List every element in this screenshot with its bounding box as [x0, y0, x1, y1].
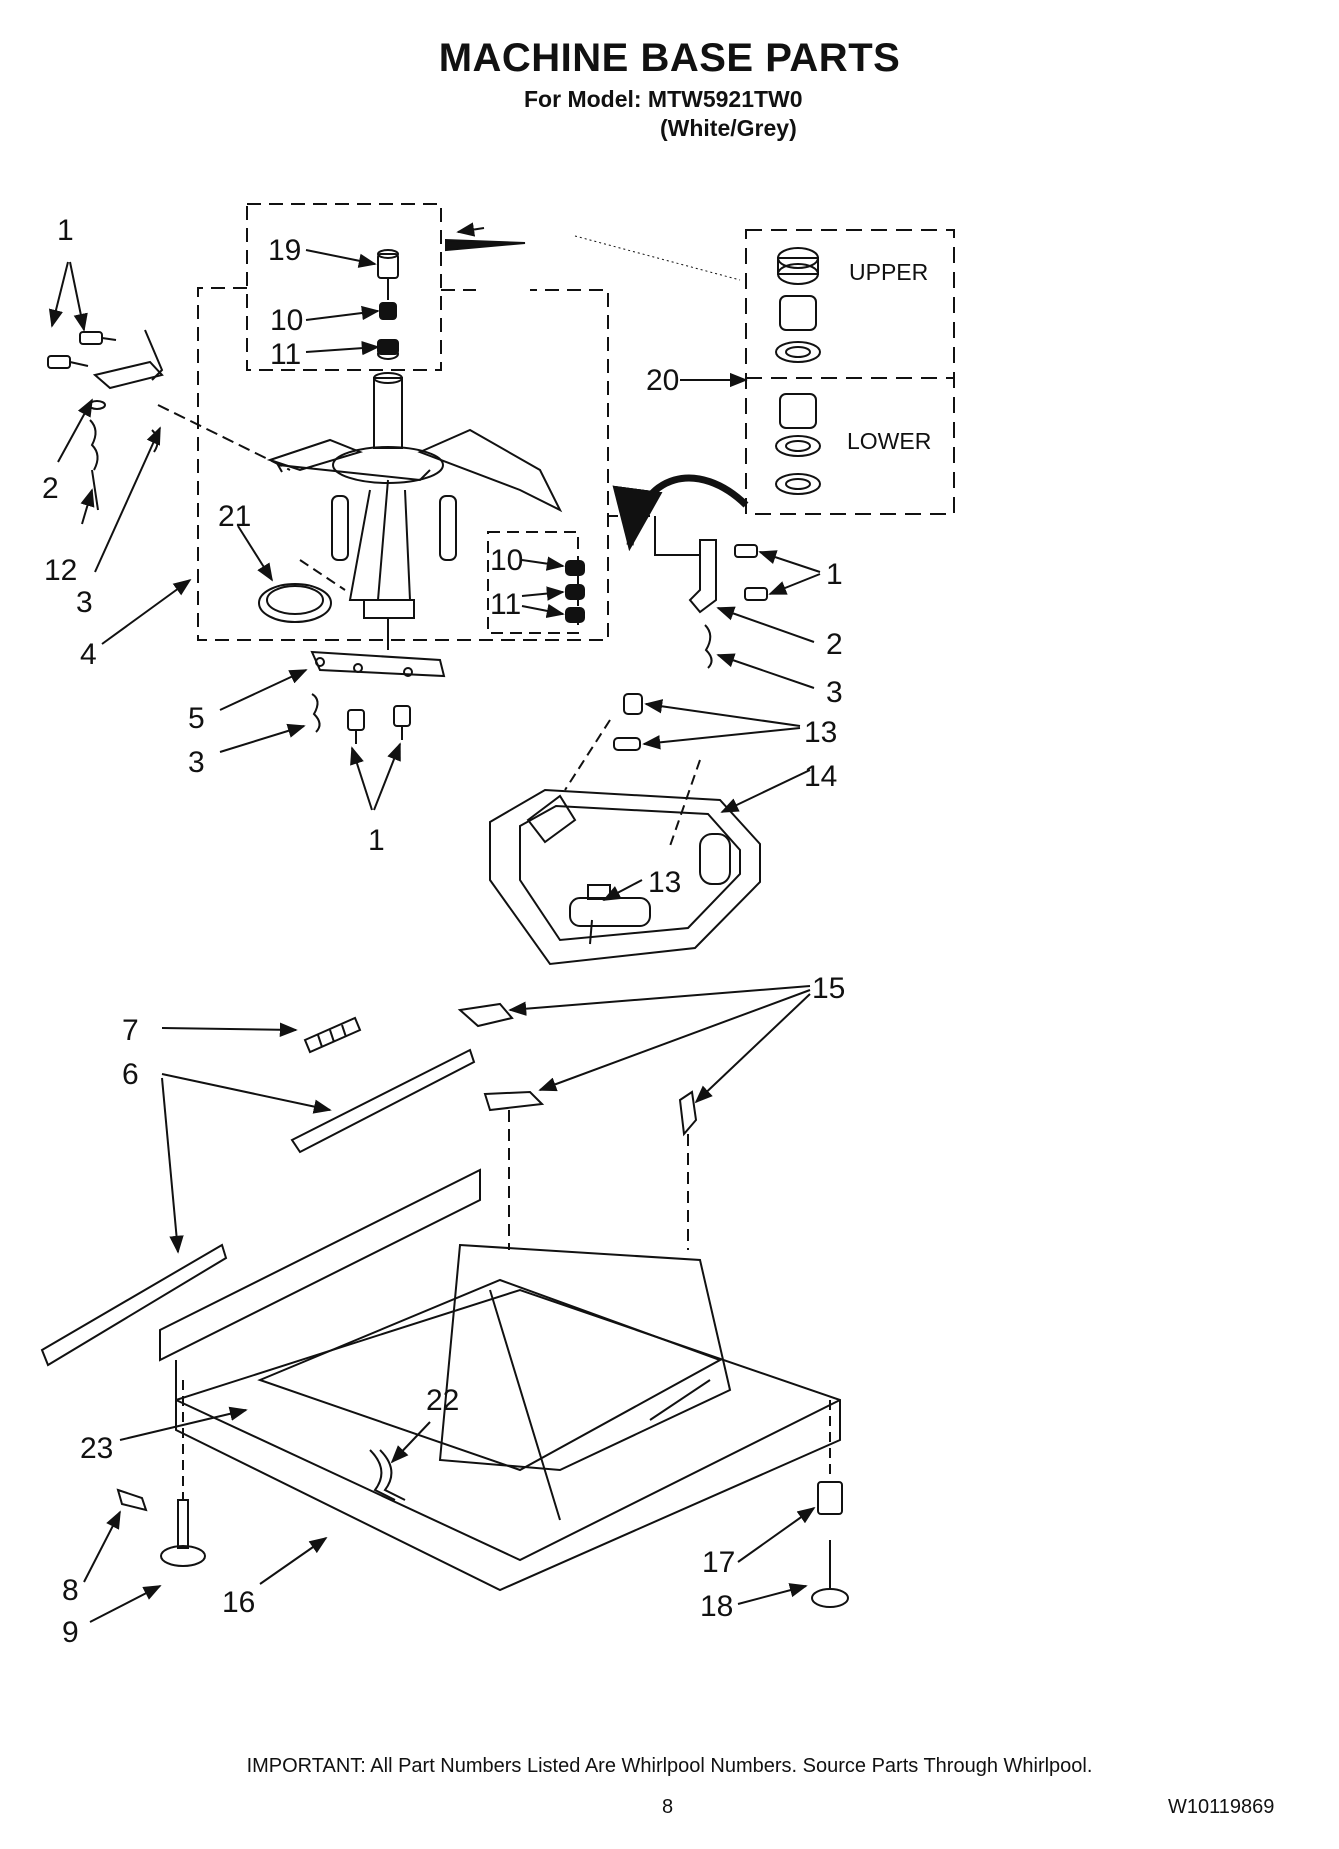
- pin-8: [116, 1488, 148, 1512]
- suspension-bracket-right: [608, 515, 768, 669]
- callout-1: 1: [57, 214, 74, 247]
- callout-19: 19: [268, 234, 301, 267]
- page-number: 8: [662, 1796, 674, 1818]
- callout-2-right: 2: [826, 628, 843, 661]
- spacers-10-11-lower: [565, 560, 585, 623]
- callout-18: 18: [700, 1590, 733, 1623]
- callout-3: 3: [76, 586, 93, 619]
- callout-21: 21: [218, 500, 251, 533]
- kit-box-19-10-11: [246, 203, 442, 371]
- lower-label: LOWER: [847, 428, 931, 454]
- callout-10: 10: [270, 304, 303, 337]
- kit-box-10-11-lower: [487, 531, 579, 634]
- document-number: W10119869: [1168, 1796, 1275, 1818]
- callout-7: 7: [122, 1014, 139, 1047]
- callout-11-lower: 11: [490, 588, 521, 621]
- callout-11: 11: [270, 338, 301, 371]
- bearing-kit-20: [775, 247, 821, 495]
- pointer-arrow-19: [445, 238, 526, 252]
- callout-12: 12: [44, 554, 77, 587]
- tub-support-frame-14: [489, 719, 761, 966]
- callout-23: 23: [80, 1432, 113, 1465]
- suspension-bracket-left: [88, 329, 291, 511]
- footer-note: IMPORTANT: All Part Numbers Listed Are W…: [246, 1755, 1093, 1777]
- upper-label: UPPER: [849, 259, 928, 285]
- callout-13: 13: [804, 716, 837, 749]
- callout-17: 17: [702, 1546, 735, 1579]
- gearcase-tube-assembly: [266, 372, 563, 650]
- leveling-leg-9: [160, 1380, 206, 1567]
- straps-6: [40, 1048, 476, 1367]
- callout-20: 20: [646, 364, 679, 397]
- machine-base-16: [159, 1168, 841, 1592]
- model-line: For Model: MTW5921TW0: [524, 86, 803, 112]
- pointer-arrow-small: [456, 222, 485, 237]
- callout-10-lower: 10: [490, 544, 523, 577]
- bolts-1-upper-left: [47, 331, 117, 369]
- kit-box-20: [745, 229, 955, 515]
- bushing-19: [377, 249, 399, 279]
- spring-7: [303, 1016, 362, 1054]
- guide-line-20: [574, 235, 741, 281]
- callout-3-right: 3: [826, 676, 843, 709]
- seal-11-upper: [377, 339, 399, 360]
- callout-9: 9: [62, 1616, 79, 1649]
- callout-2: 2: [42, 472, 59, 505]
- bracket-5: [310, 650, 446, 744]
- foot-17-18: [811, 1400, 849, 1608]
- callout-4: 4: [80, 638, 97, 671]
- callout-15: 15: [812, 972, 845, 1005]
- color-line: (White/Grey): [660, 115, 797, 141]
- callout-3-bottom: 3: [188, 746, 205, 779]
- pads-15: [457, 1002, 698, 1250]
- spacer-10-upper: [379, 302, 397, 320]
- page-title: MACHINE BASE PARTS: [438, 36, 901, 80]
- callout-5: 5: [188, 702, 205, 735]
- callout-22: 22: [426, 1384, 459, 1417]
- tub-seal-21: [258, 559, 346, 623]
- callout-16: 16: [222, 1586, 255, 1619]
- callout-1-right: 1: [826, 558, 843, 591]
- callout-6: 6: [122, 1058, 139, 1091]
- callout-8: 8: [62, 1574, 79, 1607]
- callout-13-frame: 13: [648, 866, 681, 899]
- callout-14: 14: [804, 760, 837, 793]
- callout-1-bottom: 1: [368, 824, 385, 857]
- curved-arrow: [612, 474, 749, 552]
- kit-box-4: [197, 287, 609, 641]
- clips-13: [613, 693, 643, 751]
